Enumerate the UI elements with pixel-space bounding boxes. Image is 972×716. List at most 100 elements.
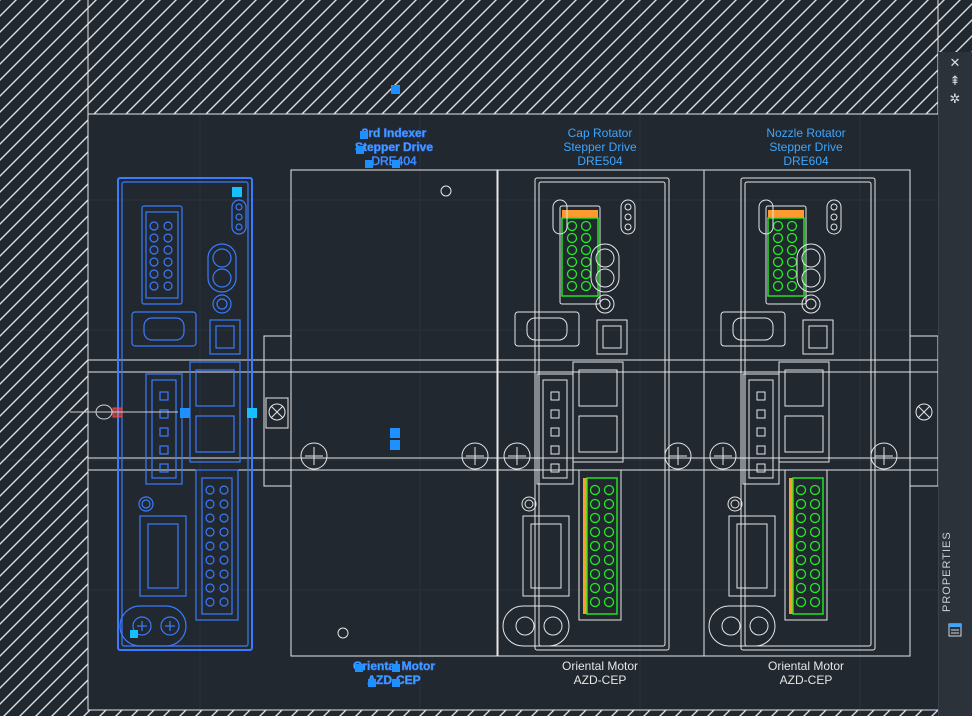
din-rail xyxy=(87,359,939,471)
motor-connector xyxy=(728,515,776,597)
terminal-pin xyxy=(809,582,821,594)
drive1-terminal-top xyxy=(149,221,173,291)
terminal-pin xyxy=(603,568,615,580)
drive-backplate xyxy=(703,169,911,657)
dial xyxy=(801,294,821,314)
switch-knob xyxy=(595,248,615,268)
palette-title[interactable]: PROPERTIES xyxy=(941,531,953,612)
knob xyxy=(543,616,563,636)
drive3-label-maker: Oriental Motor xyxy=(768,659,844,673)
drive3-block[interactable] xyxy=(703,169,911,657)
text-grip-1[interactable] xyxy=(360,131,368,139)
led xyxy=(624,213,632,221)
drive1-grip-c[interactable] xyxy=(180,408,190,418)
drive-housing-outer xyxy=(740,177,876,651)
power-pin xyxy=(756,463,766,473)
text-grip-6[interactable] xyxy=(392,664,400,672)
connector xyxy=(732,317,774,341)
rail-end-right xyxy=(909,335,939,487)
drive1-grip-a[interactable] xyxy=(232,187,242,197)
led-strip-right xyxy=(826,199,842,235)
terminal-pin xyxy=(603,554,615,566)
terminal-pin xyxy=(809,512,821,524)
text-grip-4[interactable] xyxy=(392,160,400,168)
terminal-pin xyxy=(603,512,615,524)
drive2-labels[interactable]: Cap Rotator Stepper Drive DRE504 Orienta… xyxy=(562,126,638,687)
switch-knob xyxy=(595,268,615,288)
screw-small xyxy=(727,496,743,512)
led xyxy=(624,223,632,231)
knob xyxy=(515,616,535,636)
drive1-label-line1: 3rd Indexer xyxy=(362,126,427,140)
terminal-pin xyxy=(566,268,578,280)
terminal-pin xyxy=(809,540,821,552)
drive2-label-line1: Cap Rotator xyxy=(568,126,633,140)
properties-palette[interactable]: ✕ ⇞ ✲ PROPERTIES xyxy=(938,52,972,716)
terminal-bottom-orange xyxy=(583,478,587,614)
text-grip-3[interactable] xyxy=(365,160,373,168)
led xyxy=(624,203,632,211)
drive3-label-model: DRE604 xyxy=(783,154,829,168)
terminal-pin xyxy=(566,244,578,256)
screw-small-inner xyxy=(524,499,534,509)
ethernet-port xyxy=(784,415,824,453)
connector xyxy=(526,317,568,341)
terminal-pin xyxy=(786,220,798,232)
text-grip-2[interactable] xyxy=(356,146,364,154)
grip-top[interactable] xyxy=(391,85,400,94)
terminal-pin xyxy=(603,498,615,510)
autohide-icon[interactable]: ⇞ xyxy=(949,74,961,89)
drive1-grip-b[interactable] xyxy=(247,408,257,418)
settings-icon[interactable]: ✲ xyxy=(949,92,961,107)
led xyxy=(830,223,838,231)
screw-small-inner xyxy=(730,499,740,509)
drive2-block[interactable] xyxy=(497,169,705,657)
drive2-label-line2: Stepper Drive xyxy=(563,140,637,154)
ethernet-block xyxy=(778,361,830,463)
led-strip xyxy=(552,199,568,235)
terminal-pin xyxy=(795,512,807,524)
terminal-pin xyxy=(566,256,578,268)
led xyxy=(830,203,838,211)
terminal-pin xyxy=(795,554,807,566)
drive1-grip-d[interactable] xyxy=(130,630,138,638)
text-grip-8[interactable] xyxy=(392,679,400,687)
connector-housing xyxy=(514,311,580,347)
power-pin xyxy=(550,391,560,401)
text-grip-7[interactable] xyxy=(368,679,376,687)
drive-housing-inner xyxy=(538,181,666,647)
switch-housing xyxy=(796,243,826,293)
terminal-pin xyxy=(589,512,601,524)
terminal-pin xyxy=(580,268,592,280)
switch-housing xyxy=(590,243,620,293)
drive3-label-maker-model: AZD-CEP xyxy=(780,673,833,687)
ethernet-port xyxy=(578,369,618,407)
dial-inner xyxy=(599,298,611,310)
usb-port-inner xyxy=(808,325,828,349)
dial-inner xyxy=(805,298,817,310)
drive-backplate xyxy=(497,169,705,657)
grip-mid-b[interactable] xyxy=(390,440,400,450)
terminal-pin xyxy=(786,280,798,292)
led xyxy=(830,213,838,221)
terminal-top-green xyxy=(767,217,805,297)
drive3-labels[interactable]: Nozzle Rotator Stepper Drive DRE604 Orie… xyxy=(766,126,845,687)
led-strip xyxy=(758,199,774,235)
terminal-bottom-green xyxy=(792,477,824,615)
grip-mid-a[interactable] xyxy=(390,428,400,438)
power-pin xyxy=(550,409,560,419)
drive1-labels[interactable]: 3rd Indexer Stepper Drive DRE404 Orienta… xyxy=(353,126,436,688)
properties-icon[interactable] xyxy=(947,622,963,638)
terminal-pin xyxy=(566,280,578,292)
text-grip-5[interactable] xyxy=(355,664,363,672)
terminal-pin xyxy=(589,554,601,566)
terminal-top-orange xyxy=(562,210,598,218)
terminal-pin xyxy=(809,596,821,608)
close-icon[interactable]: ✕ xyxy=(949,56,961,71)
blank-panel[interactable] xyxy=(263,169,498,657)
terminal-pin xyxy=(795,498,807,510)
terminal-top-frame xyxy=(559,205,601,305)
terminal-pin xyxy=(580,256,592,268)
